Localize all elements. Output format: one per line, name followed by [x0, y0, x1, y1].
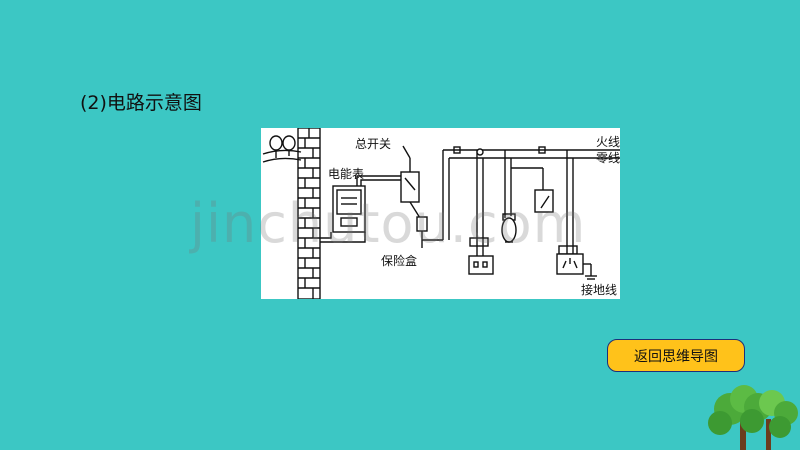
back-to-mindmap-button[interactable]: 返回思维导图 [607, 339, 745, 372]
main-switch-label: 总开关 [355, 137, 392, 151]
three-pin-socket [556, 150, 597, 280]
two-pin-socket [468, 148, 494, 275]
brick-wall [297, 128, 321, 299]
live-wire-label: 火线 [596, 135, 620, 149]
neutral-wire-label: 零线 [596, 151, 620, 165]
lamp-and-switch [501, 150, 554, 243]
electric-meter [320, 185, 366, 243]
circuit-diagram: 总开关 电能表 火线 零线 保险盒 接地线 [261, 128, 620, 299]
section-heading: (2)电路示意图 [80, 92, 202, 114]
ground-wire-label: 接地线 [581, 283, 618, 297]
tree-decoration-icon [708, 385, 798, 450]
incoming-lines [262, 135, 302, 163]
meter-label: 电能表 [328, 167, 365, 181]
fuse-box-label: 保险盒 [381, 254, 418, 268]
circuit-diagram-drawing [262, 128, 620, 299]
watermark: jinchutou.com [190, 192, 587, 255]
mains-wires [443, 146, 620, 159]
main-switch [400, 145, 420, 203]
fuse-box [409, 150, 450, 248]
